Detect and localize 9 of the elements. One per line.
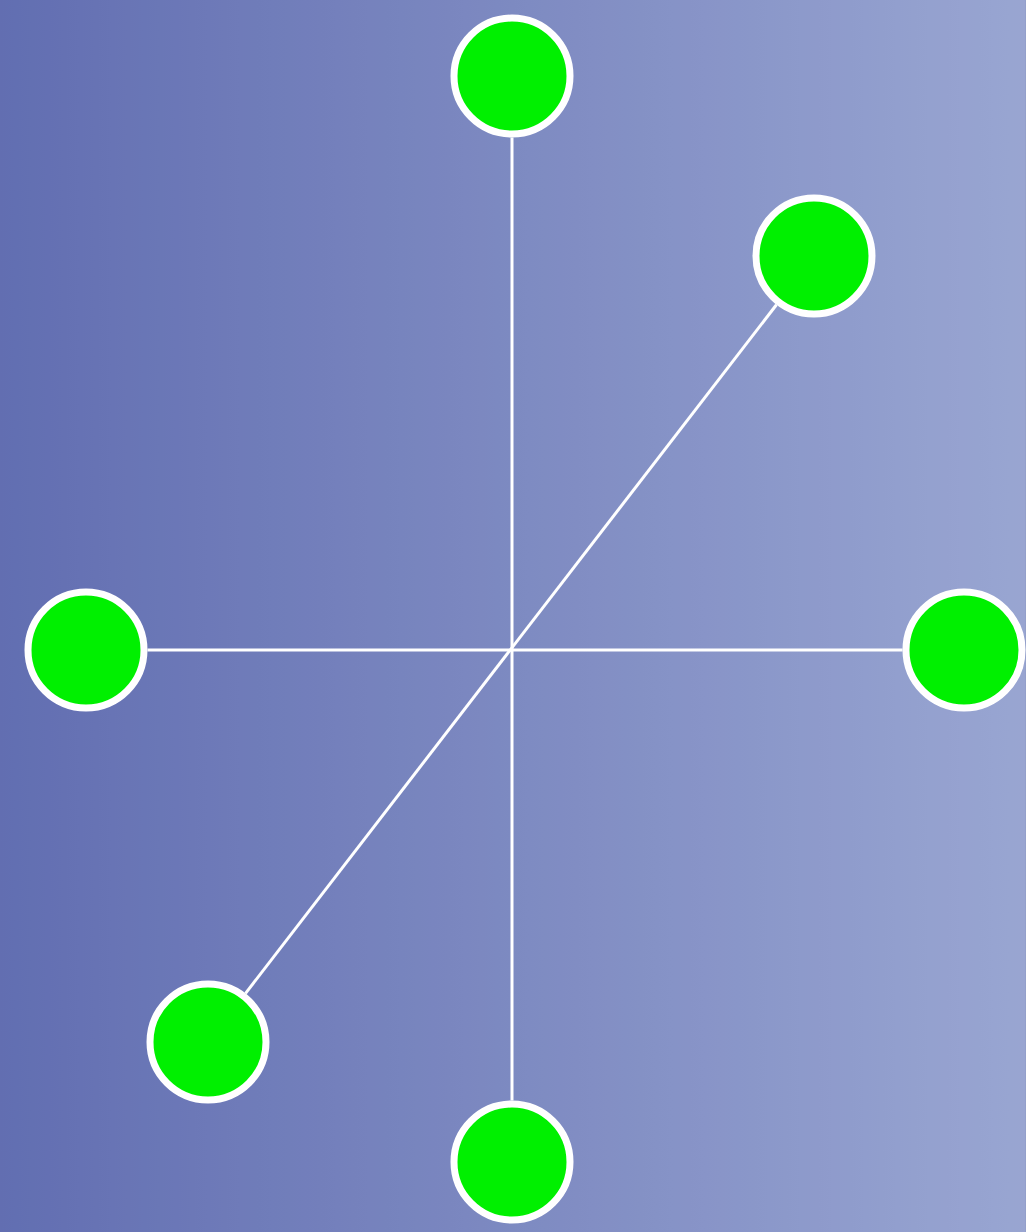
dot <box>146 980 270 1104</box>
dot <box>902 588 1026 712</box>
dot <box>752 194 876 318</box>
dot <box>24 588 148 712</box>
line <box>147 648 903 652</box>
line <box>510 137 514 1101</box>
line <box>244 303 778 995</box>
dot <box>450 14 574 138</box>
dot <box>450 1100 574 1224</box>
